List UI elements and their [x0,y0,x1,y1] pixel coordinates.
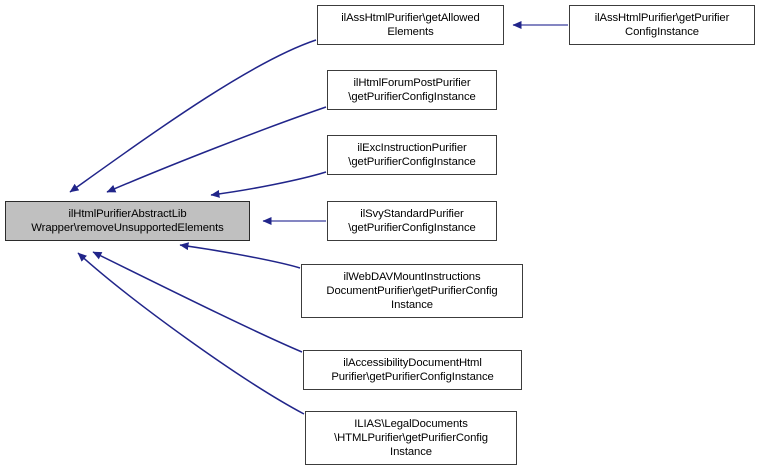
edge-webdav-to-focus [179,242,301,269]
node-webdav-mount-instructions-label: ilWebDAVMountInstructions DocumentPurifi… [326,270,498,312]
node-focus-label: ilHtmlPurifierAbstractLib Wrapper\remove… [31,207,224,234]
node-exc-instruction-purifier-label: ilExcInstructionPurifier \getPurifierCon… [348,141,476,168]
node-accessibility-document-html[interactable]: ilAccessibilityDocumentHtml Purifier\get… [303,350,522,390]
node-forum-post-purifier-label: ilHtmlForumPostPurifier \getPurifierConf… [348,76,476,103]
node-exc-instruction-purifier[interactable]: ilExcInstructionPurifier \getPurifierCon… [327,135,497,175]
edge-ass-allowed-to-focus [69,39,317,193]
node-forum-post-purifier[interactable]: ilHtmlForumPostPurifier \getPurifierConf… [327,70,497,110]
node-ass-get-allowed-elements[interactable]: ilAssHtmlPurifier\getAllowed Elements [317,5,504,45]
node-ass-get-purifier-config-instance-label: ilAssHtmlPurifier\getPurifier ConfigInst… [594,11,730,38]
node-ilias-legal-documents-label: ILIAS\LegalDocuments \HTMLPurifier\getPu… [334,417,488,459]
edge-legal-documents-to-focus [77,252,305,415]
node-webdav-mount-instructions[interactable]: ilWebDAVMountInstructions DocumentPurifi… [301,264,523,318]
edge-exc-instruction-to-focus [210,171,327,198]
node-ilias-legal-documents[interactable]: ILIAS\LegalDocuments \HTMLPurifier\getPu… [305,411,517,465]
node-svy-standard-purifier-label: ilSvyStandardPurifier \getPurifierConfig… [348,207,476,234]
edge-forum-post-to-focus [106,106,327,193]
edge-accessibility-to-focus [92,251,303,353]
node-focus[interactable]: ilHtmlPurifierAbstractLib Wrapper\remove… [5,201,250,241]
node-ass-get-allowed-elements-label: ilAssHtmlPurifier\getAllowed Elements [341,11,480,38]
node-accessibility-document-html-label: ilAccessibilityDocumentHtml Purifier\get… [331,356,494,383]
node-ass-get-purifier-config-instance[interactable]: ilAssHtmlPurifier\getPurifier ConfigInst… [569,5,755,45]
node-svy-standard-purifier[interactable]: ilSvyStandardPurifier \getPurifierConfig… [327,201,497,241]
